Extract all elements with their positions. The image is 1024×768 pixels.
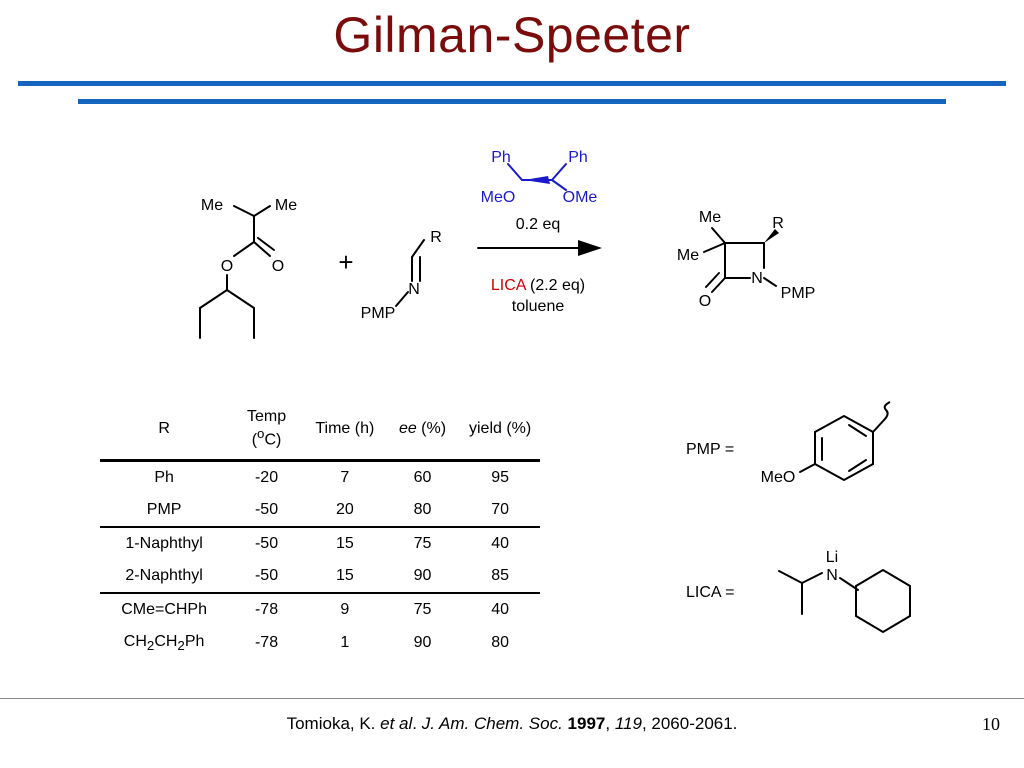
cell-time: 1 (340, 634, 350, 652)
title-rule-bottom (78, 99, 946, 104)
cell-r: CH2CH2Ph (123, 633, 205, 654)
cell-temp: -78 (254, 601, 279, 619)
ester-structure (199, 205, 275, 339)
cell-time: 9 (340, 601, 350, 619)
product-n: N (751, 270, 763, 287)
cell-temp: -78 (254, 634, 279, 652)
ester-me-left: Me (201, 197, 223, 214)
lica-n: N (826, 567, 838, 584)
product-me-left: Me (677, 247, 699, 264)
beta-lactam-structure (703, 227, 777, 293)
ligand-ph-right: Ph (568, 149, 588, 166)
header-ee: ee (%) (398, 419, 447, 437)
cell-time: 15 (335, 535, 354, 553)
cell-r: Ph (154, 469, 174, 487)
product-me-top: Me (699, 209, 721, 226)
header-r: R (158, 419, 170, 437)
cell-yield: 85 (491, 567, 509, 585)
cell-time: 7 (340, 469, 350, 487)
table-row: 2-Naphthyl -50 15 90 85 (100, 560, 540, 594)
table-row: 1-Naphthyl -50 15 75 40 (100, 527, 540, 560)
cell-r: 2-Naphthyl (125, 567, 203, 585)
reaction-scheme: Me Me O O R N PMP Ph Ph MeO OMe 0.2 eq L… (199, 149, 911, 634)
page-number: 10 (982, 714, 1000, 734)
title-rule-top (18, 81, 1006, 86)
cell-temp: -50 (254, 501, 279, 519)
pmp-definition-label: PMP = (686, 441, 734, 458)
imine-r: R (430, 229, 442, 246)
header-yield: yield (%) (468, 419, 532, 437)
pmp-structure (799, 414, 885, 482)
product-o: O (699, 293, 711, 310)
table-row: CMe=CHPh -78 9 75 40 (100, 593, 540, 626)
citation: Tomioka, K. et al. J. Am. Chem. Soc. 199… (286, 714, 738, 733)
attachment-wavy-icon (883, 401, 891, 421)
lica-li: Li (826, 549, 838, 566)
cell-r: 1-Naphthyl (125, 535, 203, 553)
cell-yield: 80 (491, 634, 509, 652)
header-time: Time (h) (315, 419, 375, 437)
cell-time: 15 (335, 567, 354, 585)
cell-ee: 90 (413, 567, 432, 585)
plus-sign: + (338, 247, 353, 277)
cell-r: CMe=CHPh (121, 601, 207, 619)
table-header-row: R Temp (oC) Time (h) ee (%) yield (%) (100, 404, 540, 461)
footer-divider (0, 698, 1024, 699)
base-conditions: LICA (2.2 eq) (491, 277, 585, 294)
table-row: Ph -20 7 60 95 (100, 461, 540, 495)
solvent: toluene (512, 298, 565, 315)
lica-structure (778, 568, 911, 634)
cell-yield: 95 (491, 469, 509, 487)
cell-ee: 60 (413, 469, 432, 487)
ligand-ome: OMe (563, 189, 598, 206)
cell-yield: 40 (491, 535, 509, 553)
ester-me-right: Me (275, 197, 297, 214)
imine-n: N (408, 281, 420, 298)
cell-temp: -50 (254, 567, 279, 585)
product-r: R (772, 215, 784, 232)
slide-title: Gilman-Speeter (333, 7, 691, 63)
cell-ee: 75 (413, 535, 432, 553)
ester-o-ether: O (221, 258, 233, 275)
cell-temp: -20 (254, 469, 279, 487)
cell-time: 20 (335, 501, 354, 519)
cell-yield: 70 (491, 501, 509, 519)
ligand-meo: MeO (481, 189, 516, 206)
imine-structure (395, 239, 425, 307)
ester-o-carbonyl: O (272, 258, 284, 275)
product-stereo-wedge (764, 229, 779, 243)
ligand-structure (507, 163, 567, 191)
pmp-meo: MeO (761, 469, 796, 486)
product-pmp: PMP (781, 285, 816, 302)
cell-ee: 80 (413, 501, 432, 519)
ligand-wedge (524, 176, 550, 184)
table-row: CH2CH2Ph -78 1 90 80 (100, 626, 540, 660)
cell-r: PMP (146, 501, 182, 519)
results-table-wrapper: R Temp (oC) Time (h) ee (%) yield (%) Ph… (100, 404, 540, 661)
ligand-equivalents: 0.2 eq (516, 216, 560, 233)
results-table: R Temp (oC) Time (h) ee (%) yield (%) Ph… (100, 404, 540, 661)
cell-ee: 90 (413, 634, 432, 652)
arrowhead (578, 240, 602, 256)
ligand-ph-left: Ph (491, 149, 511, 166)
cell-yield: 40 (491, 601, 509, 619)
cell-temp: -50 (254, 535, 279, 553)
lica-definition-label: LICA = (686, 584, 734, 601)
header-temp: Temp (oC) (246, 408, 287, 449)
table-row: PMP -50 20 80 70 (100, 494, 540, 528)
imine-pmp: PMP (361, 305, 396, 322)
cell-ee: 75 (413, 601, 432, 619)
